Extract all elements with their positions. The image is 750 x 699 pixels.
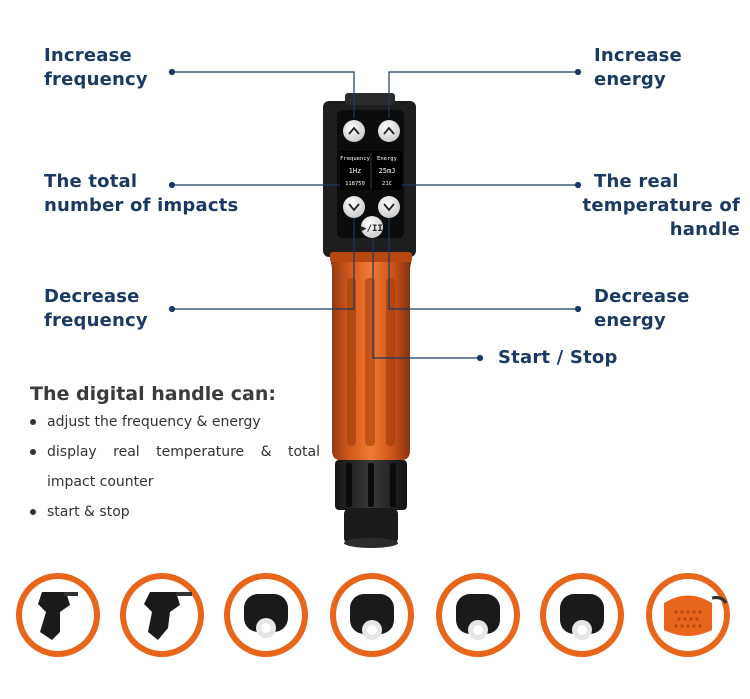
feature-item: start & stop [30, 497, 320, 527]
callout-start-stop: Start / Stop [498, 347, 618, 368]
decrease-energy-button[interactable] [378, 196, 400, 218]
display-energy-label: Energy [377, 156, 398, 162]
svg-text:▶/II: ▶/II [361, 224, 383, 234]
display-energy-value: 25mJ [379, 167, 396, 175]
lcd-display: Frequency Energy 1Hz 25mJ 118750 21C [340, 151, 402, 190]
callout-real-temperature: The real temperature of handle [582, 171, 740, 240]
bullet-icon [30, 449, 36, 455]
start-stop-button[interactable]: ▶/II [361, 216, 383, 238]
transmitter-heads [16, 573, 730, 657]
transmitter-1[interactable] [16, 573, 100, 657]
callout-lines [168, 68, 582, 362]
increase-frequency-button[interactable] [343, 120, 365, 142]
callout-increase-frequency: Increase frequency [44, 45, 148, 90]
display-frequency-label: Frequency [340, 156, 370, 162]
callout-decrease-frequency: Decrease frequency [44, 286, 148, 331]
callout-decrease-energy: Decrease energy [594, 286, 690, 331]
transmitter-3[interactable] [224, 573, 308, 657]
callout-total-impacts: The total number of impacts [44, 171, 239, 216]
feature-item-continued: impact counter [47, 474, 154, 490]
bullet-icon [30, 419, 36, 425]
callout-increase-energy: Increase energy [594, 45, 682, 90]
feature-item: display real temperature & total [30, 437, 320, 467]
transmitter-4[interactable] [330, 573, 414, 657]
transmitter-7[interactable] [646, 573, 730, 657]
display-temperature-value: 21C [382, 181, 392, 187]
decrease-frequency-button[interactable] [343, 196, 365, 218]
features-heading: The digital handle can: [30, 383, 276, 405]
display-frequency-value: 1Hz [349, 167, 362, 175]
bullet-icon [30, 509, 36, 515]
increase-energy-button[interactable] [378, 120, 400, 142]
display-impacts-value: 118750 [345, 181, 365, 187]
transmitter-6[interactable] [540, 573, 624, 657]
transmitter-2[interactable] [120, 573, 204, 657]
feature-item: adjust the frequency & energy [30, 407, 320, 437]
transmitter-5[interactable] [436, 573, 520, 657]
